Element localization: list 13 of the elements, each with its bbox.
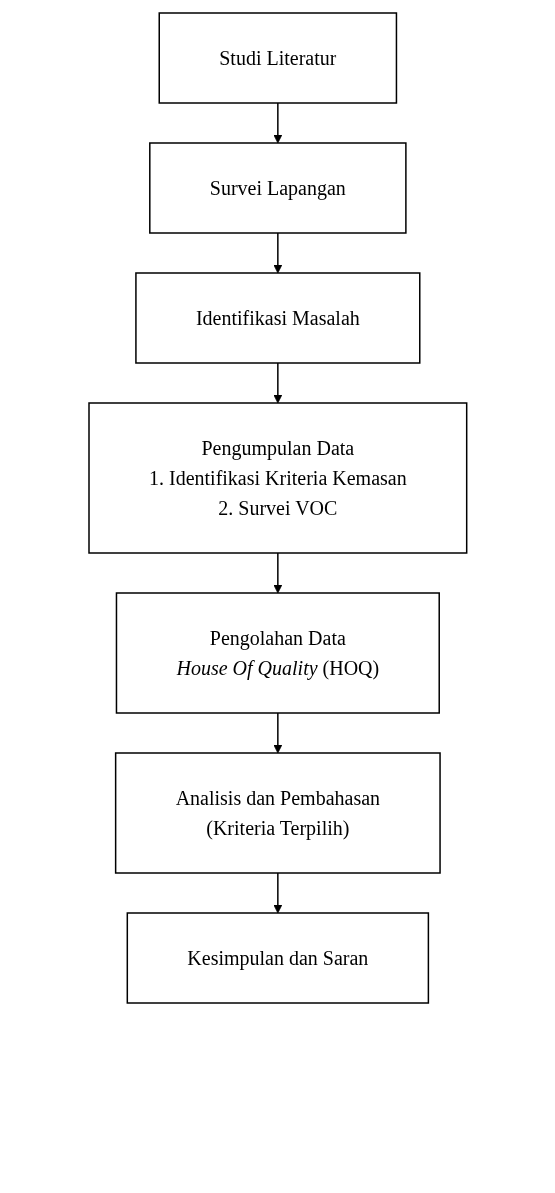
node-box: Identifikasi Masalah [134,272,421,364]
node-box: Analisis dan Pembahasan (Kriteria Terpilih) [114,752,441,874]
node-box: Kesimpulan dan Saran [126,912,429,1004]
node-box: Pengumpulan Data 1. Identifikasi Kriteria Kemasan 2. Survei VOC [87,402,468,554]
arrow [273,102,282,144]
arrow [273,552,282,594]
arrow [273,712,282,754]
arrow [273,232,282,274]
node-box: Studi Literatur [158,12,397,104]
node-box: Pengolahan Data House Of Quality (HOQ) [115,592,440,714]
node-box: Survei Lapangan [148,142,407,234]
arrow [273,872,282,914]
arrow [273,362,282,404]
